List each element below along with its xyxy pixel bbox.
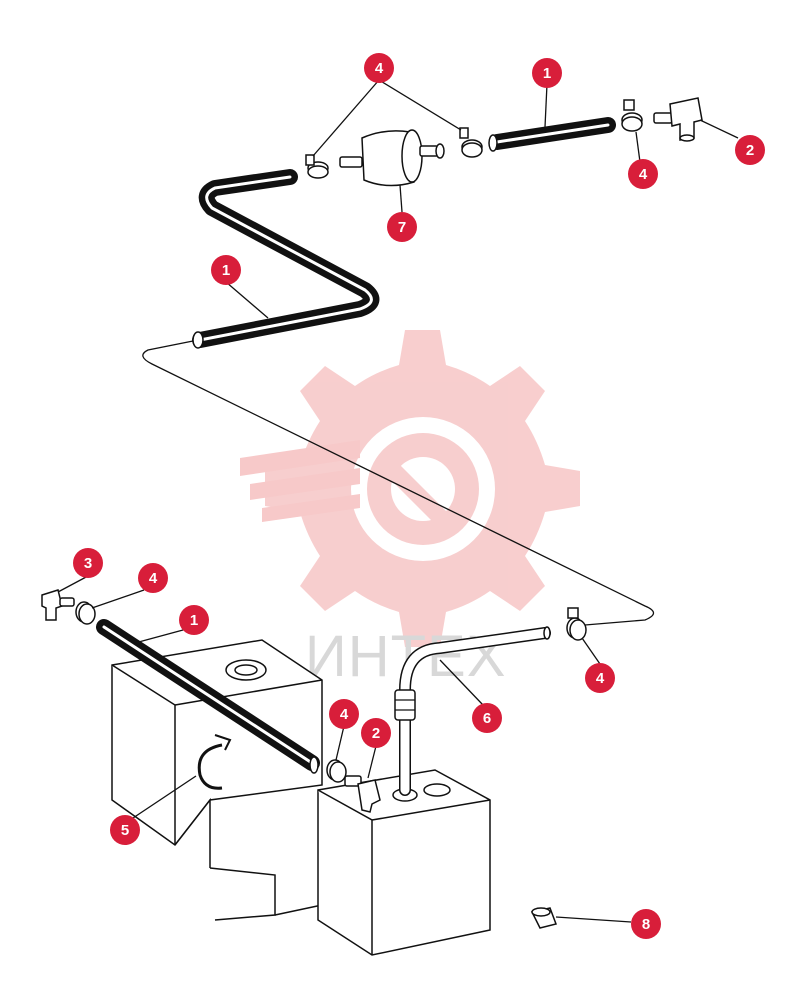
callout-label: 5 [121, 822, 129, 839]
callout-4-marker: 4 [364, 53, 394, 83]
watermark-gear-icon [265, 330, 580, 647]
callout-4-marker: 4 [585, 663, 615, 693]
callout-2-marker: 2 [361, 718, 391, 748]
callout-label: 4 [149, 570, 158, 587]
callout-label: 3 [84, 555, 92, 572]
fuel-filter [339, 129, 445, 187]
callout-label: 1 [190, 612, 198, 629]
callout-label: 4 [375, 60, 384, 77]
tube-end-clamp [566, 607, 587, 641]
callout-5-marker: 5 [110, 815, 140, 845]
callout-4-marker: 4 [329, 699, 359, 729]
callout-circle [329, 699, 359, 729]
callout-circle [138, 563, 168, 593]
fuel-tank-small [317, 769, 491, 956]
callout-6-marker: 6 [472, 703, 502, 733]
callout-2-marker: 2 [735, 135, 765, 165]
callout-circle [585, 663, 615, 693]
callout-1-marker: 1 [179, 605, 209, 635]
callout-circle [361, 718, 391, 748]
upper-straight-hose [488, 117, 616, 152]
callout-label: 7 [398, 219, 406, 236]
callout-circle [532, 58, 562, 88]
callout-markers: 1 4 2 4 7 1 3 4 1 4 2 4 6 5 8 [73, 53, 765, 939]
callout-circle [110, 815, 140, 845]
callout-circle [73, 548, 103, 578]
callout-label: 4 [340, 706, 349, 723]
callout-label: 2 [746, 142, 754, 159]
callout-circle [735, 135, 765, 165]
callout-label: 1 [222, 262, 230, 279]
callout-circle [472, 703, 502, 733]
callout-label: 2 [372, 725, 380, 742]
leader-lines [57, 79, 739, 923]
fuel-tank-main [111, 639, 323, 921]
lower-clamp-small-tank [326, 759, 347, 783]
callout-7-marker: 7 [387, 212, 417, 242]
lower-diagonal-hose [96, 619, 320, 774]
upper-clamp-left [305, 154, 329, 179]
pickup-tube [394, 626, 551, 796]
upper-elbow-fitting [653, 97, 703, 142]
left-elbow-fitting [41, 589, 75, 621]
callout-label: 4 [639, 166, 648, 183]
hose-route-line [142, 340, 655, 626]
callout-4-marker: 4 [628, 159, 658, 189]
plug-part [530, 907, 557, 929]
callout-label: 6 [483, 710, 491, 727]
left-clamp [75, 601, 96, 625]
lower-elbow-fitting [344, 775, 381, 813]
callout-1-marker: 1 [532, 58, 562, 88]
callout-circle [179, 605, 209, 635]
callout-circle [628, 159, 658, 189]
callout-8-marker: 8 [631, 909, 661, 939]
callout-label: 4 [596, 670, 605, 687]
upper-z-hose [192, 169, 380, 349]
callout-4-marker: 4 [138, 563, 168, 593]
callout-circle [387, 212, 417, 242]
callout-3-marker: 3 [73, 548, 103, 578]
callout-circle [631, 909, 661, 939]
watermark-stripes [240, 440, 360, 522]
callout-circle [211, 255, 241, 285]
callout-circle [364, 53, 394, 83]
callout-label: 1 [543, 65, 551, 82]
callout-1-marker: 1 [211, 255, 241, 285]
upper-clamp-right [621, 99, 643, 132]
upper-clamp-mid [459, 127, 483, 158]
callout-label: 8 [642, 916, 650, 933]
